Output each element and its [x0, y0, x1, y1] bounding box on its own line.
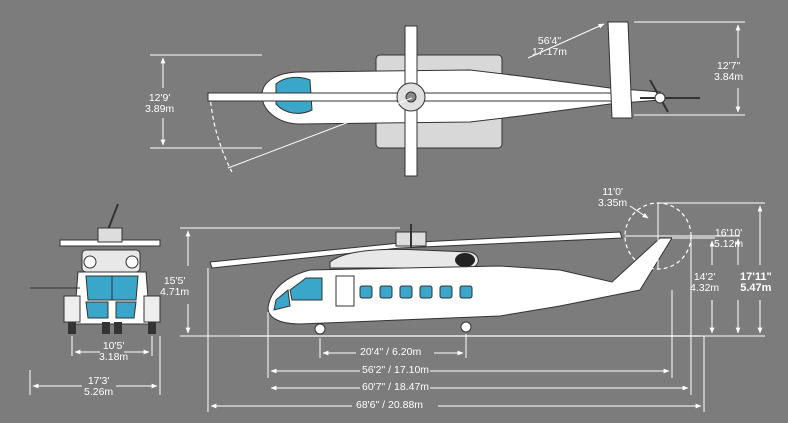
tail-height-label: 14'2'4.32m: [690, 271, 720, 294]
overall-height-rotor-label: 15'5'4.71m: [160, 275, 190, 298]
fuselage-length-label: 56'2" / 17.10m: [362, 364, 430, 376]
side-cockpit-window: [289, 277, 323, 301]
top-tail-span-label: 12'7"3.84m: [714, 60, 744, 83]
length-with-tail-rotor-label: 60'7" / 18.47m: [362, 381, 430, 393]
front-width-label: 17'3'5.26m: [84, 375, 114, 398]
tail-rotor-hub-height-label: 16'10'5.12m: [714, 227, 744, 250]
overall-length-label: 68'6" / 20.88m: [356, 399, 424, 411]
side-view: [180, 202, 765, 412]
side-cabin-windows: [359, 285, 473, 299]
top-tail-fin: [607, 21, 633, 119]
front-view: [29, 203, 161, 395]
top-main-width-label: 12'9'3.89m: [145, 92, 175, 115]
wheelbase-label: 20'4" / 6.20m: [360, 346, 422, 358]
front-track-label: 10'5'3.18m: [99, 340, 129, 363]
tail-rotor-diameter-label: 11'0'3.35m: [598, 186, 628, 209]
top-rotor-arc: [209, 94, 233, 173]
side-fuselage: [267, 237, 673, 325]
overall-height-label: 17'11"5.47m: [740, 271, 772, 294]
top-view: [150, 21, 745, 177]
top-rotor-diameter-label: 56'4"17.17m: [532, 35, 568, 58]
